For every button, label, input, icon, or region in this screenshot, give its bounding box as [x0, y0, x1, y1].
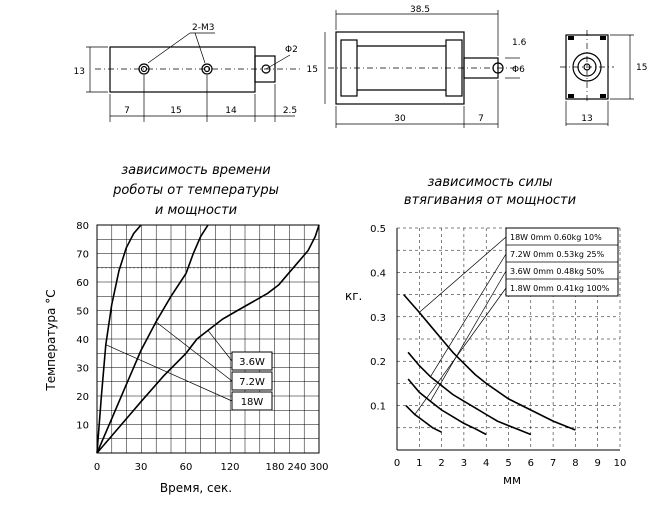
chart1-series-72w	[96, 224, 209, 454]
chart1-y-tick-label: 40	[76, 335, 89, 346]
chart2-y-axis-label: кг.	[345, 289, 362, 303]
chart1-legend-leader	[207, 330, 233, 362]
chart1-x-tick-label: 240	[287, 462, 306, 473]
chart2-x-tick-label: 2	[438, 458, 444, 469]
chart2-x-tick-label: 8	[572, 458, 578, 469]
chart1-x-tick-label: 120	[220, 462, 239, 473]
chart1-y-tick-label: 30	[76, 364, 89, 375]
chart2-series-1	[403, 294, 576, 431]
chart1-title-line-3: и мощности	[155, 203, 237, 218]
chart1-title-line-1: зависимость времени	[121, 163, 271, 178]
chart1-series-36w	[96, 224, 320, 454]
chart2-title-line-1: зависимость силы	[427, 175, 552, 190]
chart1-y-tick-label: 60	[76, 278, 89, 289]
chart2-series-2	[407, 351, 532, 436]
chart2-legend-leader	[414, 287, 507, 415]
chart2-x-tick-label: 9	[595, 458, 601, 469]
chart1-legend-leader	[155, 321, 233, 382]
chart2-x-tick-label: 7	[550, 458, 556, 469]
right-view-drawing	[560, 30, 634, 126]
left-view-height-dim: 13	[74, 67, 85, 77]
chart1-y-tick-label: 10	[76, 421, 89, 432]
chart2-y-tick-label: 0.3	[370, 313, 386, 324]
chart2-x-tick-label: 1	[416, 458, 422, 469]
chart2-x-tick-label: 0	[394, 458, 400, 469]
left-view-drawing	[86, 32, 300, 122]
chart1-legend-label: 7.2W	[239, 377, 265, 388]
right-view-height-dim: 15	[636, 63, 647, 73]
chart2-x-tick-label: 5	[505, 458, 511, 469]
chart2-legend-leader	[430, 270, 507, 402]
chart2-x-axis-label: мм	[503, 473, 521, 487]
chart1-title-line-2: роботы от температуры	[112, 183, 279, 198]
chart1-y-tick-label: 70	[76, 250, 89, 261]
chart1-x-tick-label: 180	[265, 462, 284, 473]
middle-view-plunger-dim: 1.6	[512, 38, 527, 48]
chart1-y-axis-label: Температура °С	[44, 289, 58, 391]
chart1-y-tick-label: 20	[76, 392, 89, 403]
chart1-x-axis-label: Время, сек.	[160, 481, 232, 495]
left-view-dim-4: 2.5	[283, 106, 297, 116]
left-view-dim-2: 15	[170, 106, 181, 116]
chart2-y-tick-label: 0.5	[370, 224, 386, 235]
left-view-dim-3: 14	[225, 106, 237, 116]
middle-view-plunger-diameter: Φ6	[512, 65, 525, 75]
middle-view-drawing	[324, 10, 520, 128]
chart2-legend-leader	[419, 236, 507, 313]
chart1-x-tick-label: 300	[309, 462, 328, 473]
chart1-y-tick-label: 80	[76, 221, 89, 232]
chart2-legend-label: 18W 0mm 0.60kg 10%	[510, 233, 602, 242]
chart1-series-18w	[96, 224, 142, 454]
chart2-y-tick-label: 0.1	[370, 402, 386, 413]
chart2-y-tick-label: 0.4	[370, 268, 386, 279]
chart2-x-tick-label: 4	[483, 458, 489, 469]
chart1-x-tick-label: 30	[135, 462, 148, 473]
left-view-dim-1: 7	[124, 106, 130, 116]
force-chart: зависимость силы втягивания от мощности …	[345, 175, 626, 487]
left-view-thread-label: 2-M3	[192, 23, 214, 33]
left-view-pin-diameter: Φ2	[285, 45, 298, 55]
middle-view-height-dim: 15	[307, 65, 318, 75]
middle-view-shaft-dim: 7	[478, 114, 484, 124]
chart1-x-tick-label: 60	[180, 462, 193, 473]
chart2-legend-label: 7.2W 0mm 0.53kg 25%	[510, 250, 605, 259]
right-view-width-dim: 13	[581, 114, 592, 124]
temperature-chart: зависимость времени роботы от температур…	[44, 163, 329, 495]
chart2-x-tick-label: 6	[528, 458, 534, 469]
chart2-y-tick-label: 0.2	[370, 357, 386, 368]
chart2-x-tick-label: 3	[461, 458, 467, 469]
chart2-legend-label: 3.6W 0mm 0.48kg 50%	[510, 267, 605, 276]
chart2-title-line-2: втягивания от мощности	[404, 193, 576, 208]
chart1-y-tick-label: 50	[76, 307, 89, 318]
chart2-series-4	[405, 405, 442, 433]
chart1-legend-label: 18W	[241, 397, 264, 408]
chart2-x-tick-label: 10	[614, 458, 627, 469]
chart1-legend-label: 3.6W	[239, 357, 265, 368]
chart2-legend-leader	[430, 253, 507, 377]
middle-view-length-dim: 38.5	[410, 5, 430, 15]
chart1-x-tick-label: 0	[94, 462, 100, 473]
chart2-legend-label: 1.8W 0mm 0.41kg 100%	[510, 284, 610, 293]
chart1-legend-leader	[105, 344, 233, 402]
middle-view-body-dim: 30	[394, 114, 406, 124]
chart2-series-3	[407, 378, 487, 436]
